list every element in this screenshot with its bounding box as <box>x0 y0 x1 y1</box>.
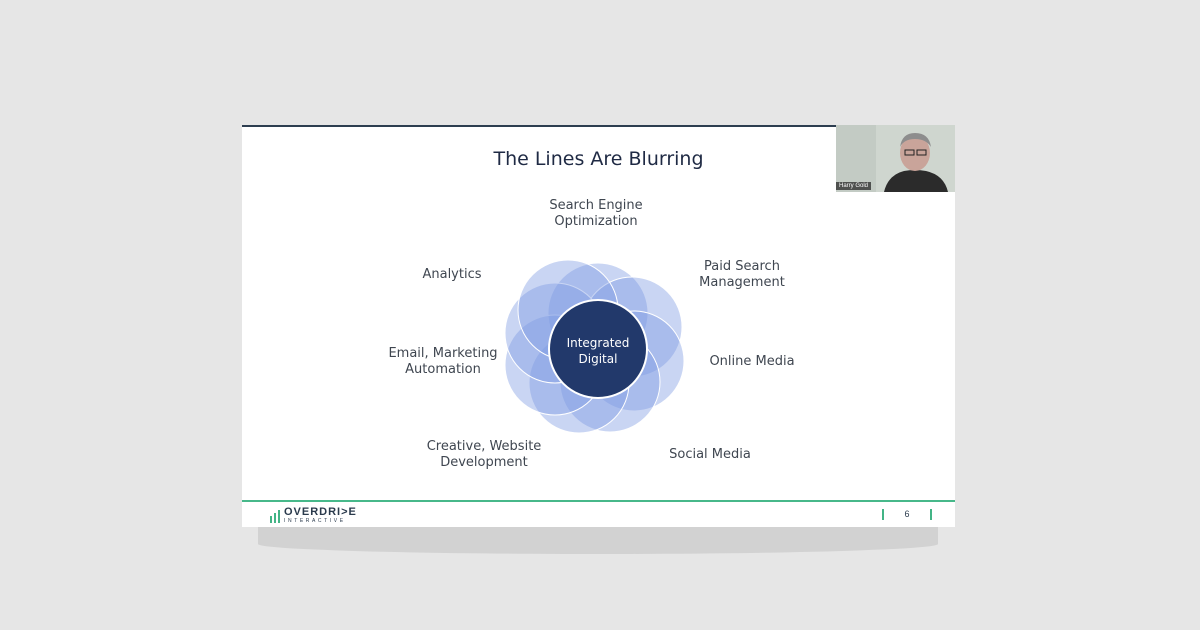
participant-name: Harry Gold <box>836 182 872 190</box>
center-label: Integrated Digital <box>566 336 630 366</box>
logo-main-text: OVERDRI>E <box>284 506 357 518</box>
participant-avatar <box>836 125 955 192</box>
participant-video-tile[interactable]: Harry Gold <box>836 125 955 192</box>
logo-sub-text: INTERACTIVE <box>284 518 346 524</box>
label-email: Email, Marketing Automation <box>388 346 498 377</box>
page-number: 6 <box>904 509 910 519</box>
slide-shadow <box>258 522 938 554</box>
label-analytics: Analytics <box>422 267 482 282</box>
label-paid-search: Paid Search Management <box>699 259 785 290</box>
footer-divider <box>242 500 955 502</box>
page-bar-left <box>882 508 884 520</box>
label-social-media: Social Media <box>669 447 751 462</box>
overdrive-logo: OVERDRI>E INTERACTIVE <box>270 507 357 524</box>
page-indicator: 6 <box>882 507 932 521</box>
label-seo: Search Engine Optimization <box>549 198 643 229</box>
integrated-digital-diagram <box>504 259 685 434</box>
center-circle <box>548 299 648 399</box>
label-online-media: Online Media <box>709 354 795 369</box>
label-creative: Creative, Website Development <box>426 439 542 470</box>
presentation-slide: The Lines Are Blurring Integrated Digita… <box>242 125 955 527</box>
page-bar-right <box>929 508 932 520</box>
bar-chart-icon <box>270 509 280 523</box>
slide-title: The Lines Are Blurring <box>493 148 704 170</box>
